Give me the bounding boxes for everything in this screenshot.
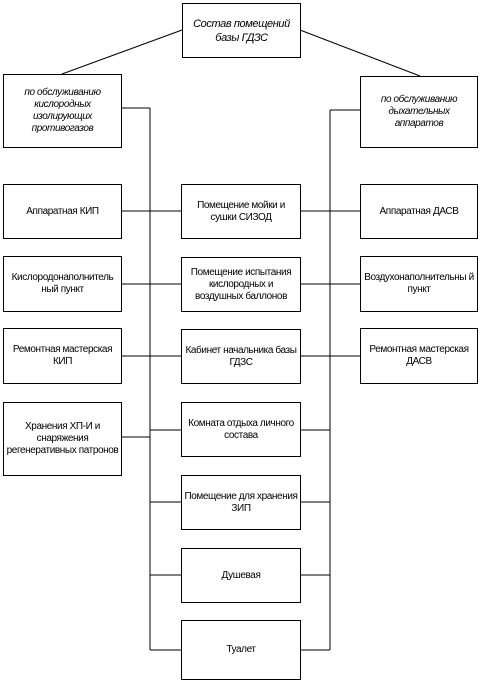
right-room-1: Аппаратная ДАСВ [360, 184, 478, 239]
center-room-2: Помещение испытания кислородных и воздуш… [181, 257, 301, 312]
left-room-3-text: Ремонтная мастерская КИП [12, 344, 113, 367]
right-room-3-text: Ремонтная мастерская ДАСВ [369, 344, 469, 367]
left-room-1-text: Аппаратная КИП [26, 205, 99, 217]
left-group-box: по обслуживанию кислородных изолирующих … [3, 74, 122, 148]
left-room-2-text: Кислородонаполнитель ный пункт [11, 272, 114, 295]
right-room-2-text: Воздухонаполнительны й пункт [364, 272, 474, 295]
title-text: Состав помещений базы ГДЗС [193, 17, 290, 44]
center-room-5-text: Помещение для хранения ЗИП [184, 490, 298, 514]
center-room-3-text: Кабинет начальника базы ГДЗС [185, 344, 297, 368]
connector-title-left [61, 29, 183, 75]
right-room-3: Ремонтная мастерская ДАСВ [360, 328, 478, 384]
left-room-3: Ремонтная мастерская КИП [3, 328, 122, 384]
center-room-4: Комната отдыха личного состава [181, 402, 301, 457]
center-room-6-text: Душевая [221, 569, 261, 581]
right-group-text: по обслуживанию дыхательных аппаратов [380, 94, 458, 129]
center-room-1-text: Помещение мойки и сушки СИЗОД [197, 199, 285, 223]
left-room-4-text: Хранения ХП-И и снаряжения регенеративны… [6, 421, 119, 456]
center-room-1: Помещение мойки и сушки СИЗОД [181, 184, 301, 239]
right-room-1-text: Аппаратная ДАСВ [379, 205, 459, 217]
title-box: Состав помещений базы ГДЗС [182, 3, 301, 58]
center-room-4-text: Комната отдыха личного состава [188, 417, 294, 441]
center-room-7: Туалет [181, 620, 301, 680]
left-group-text: по обслуживанию кислородных изолирующих … [24, 87, 101, 134]
right-group-box: по обслуживанию дыхательных аппаратов [360, 76, 478, 148]
left-room-4: Хранения ХП-И и снаряжения регенеративны… [3, 402, 122, 476]
left-room-2: Кислородонаполнитель ный пункт [3, 256, 122, 312]
center-room-3: Кабинет начальника базы ГДЗС [181, 329, 301, 384]
connector-title-right [299, 29, 421, 77]
center-room-6: Душевая [181, 548, 301, 603]
left-room-1: Аппаратная КИП [3, 184, 122, 239]
center-room-2-text: Помещение испытания кислородных и воздуш… [190, 266, 292, 302]
center-room-5: Помещение для хранения ЗИП [181, 475, 301, 530]
right-room-2: Воздухонаполнительны й пункт [360, 256, 478, 312]
center-room-7-text: Туалет [226, 644, 256, 655]
